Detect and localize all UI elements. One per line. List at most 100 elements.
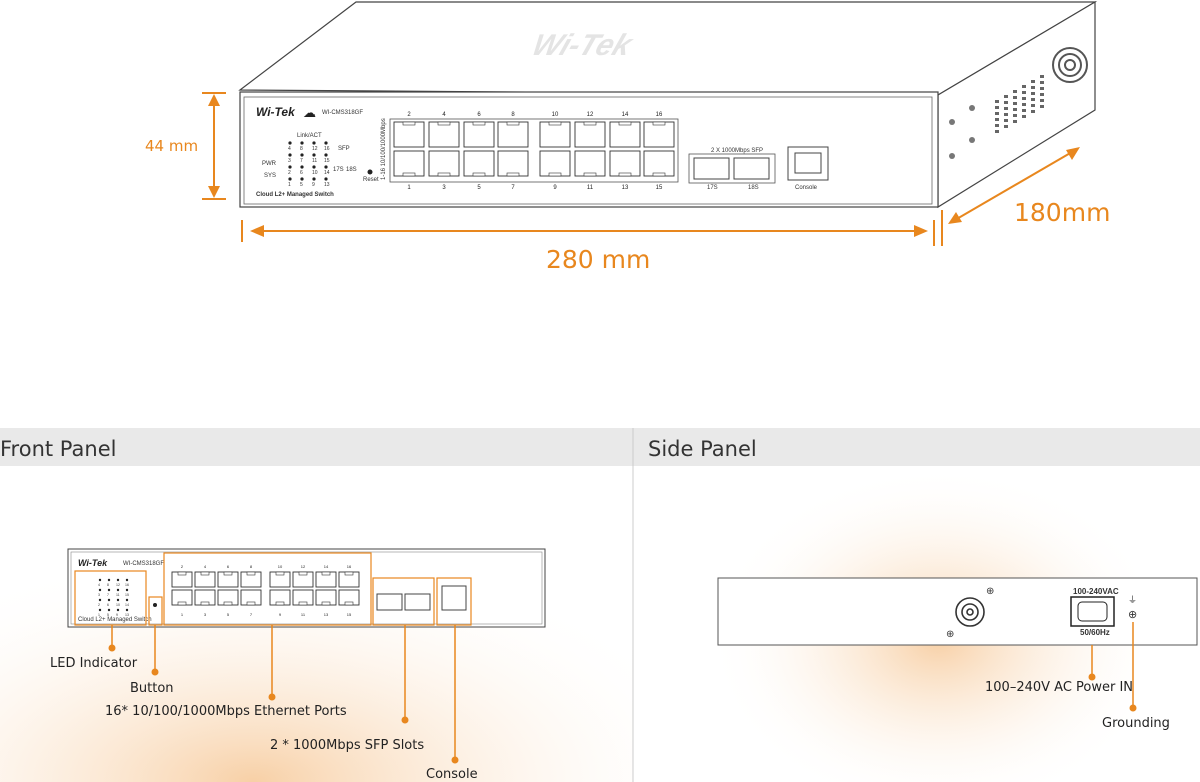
- led-dot: [107, 608, 111, 612]
- ethernet-port-14[interactable]: [609, 121, 641, 148]
- width-label: 280 mm: [546, 245, 650, 274]
- led-dot: [312, 165, 316, 169]
- ethernet-port-11[interactable]: [574, 150, 606, 177]
- button-callout: Button: [130, 681, 174, 696]
- reset-button[interactable]: [153, 603, 157, 607]
- port-number: 8: [250, 564, 253, 569]
- port-number: 15: [656, 185, 663, 191]
- height-label: 44 mm: [145, 137, 198, 155]
- led-dot: [98, 588, 102, 592]
- console-port-jack: [794, 152, 822, 174]
- led-number: 1: [288, 182, 291, 188]
- led-dot: [116, 598, 120, 602]
- led-dot: [98, 598, 102, 602]
- depth-label: 180mm: [1014, 198, 1110, 227]
- port-number: 14: [324, 564, 329, 569]
- ethernet-port-9[interactable]: [539, 150, 571, 177]
- sfp-led-number: 18S: [346, 167, 357, 173]
- port-latch: [298, 571, 308, 576]
- ethernet-port-6[interactable]: [463, 121, 495, 148]
- led-dot: [107, 588, 111, 592]
- vent-hole: [1031, 110, 1035, 113]
- port-number: 6: [477, 112, 481, 118]
- ethernet-port-5[interactable]: [463, 150, 495, 177]
- led-dot: [324, 153, 328, 157]
- vent-hole: [1004, 113, 1008, 116]
- led-dot: [300, 177, 304, 181]
- reset-button[interactable]: [367, 169, 373, 175]
- led-number: 6: [300, 170, 303, 176]
- link-act-label: Link/ACT: [297, 133, 322, 139]
- ethernet-port-10[interactable]: [539, 121, 571, 148]
- console-callout: Console: [426, 767, 478, 782]
- brand-logo: Wi-Tek: [256, 105, 296, 119]
- led-dot: [300, 153, 304, 157]
- sfp-port-label: 17S: [707, 185, 718, 191]
- port-number: 10: [278, 564, 283, 569]
- port-latch: [275, 571, 285, 576]
- sfp-port-18s[interactable]: [733, 157, 770, 180]
- led-dot: [125, 608, 129, 612]
- side-panel-drawing: ⊕ ⊕ 100-240VAC 50/60Hz ⏚ ⊕: [717, 577, 1198, 646]
- led-number: 6: [107, 603, 109, 607]
- ethernet-port-12[interactable]: [574, 121, 606, 148]
- port-latch: [344, 601, 354, 606]
- led-dot: [125, 578, 129, 582]
- port-number: 9: [553, 185, 557, 191]
- ethernet-port-15[interactable]: [643, 150, 675, 177]
- ethernet-port-13[interactable]: [609, 150, 641, 177]
- port-latch: [472, 172, 486, 177]
- description-label: Cloud L2+ Managed Switch: [256, 192, 334, 198]
- port-number: 13: [622, 185, 629, 191]
- brand-logo: Wi-Tek: [78, 558, 108, 568]
- port-latch: [506, 121, 520, 126]
- led-number: 13: [324, 182, 330, 188]
- ethernet-port-4[interactable]: [428, 121, 460, 148]
- screw-icon: ⊕: [946, 629, 954, 640]
- ethernet-port-16[interactable]: [643, 121, 675, 148]
- front-callout-lines: [108, 625, 459, 764]
- ethernet-port-7[interactable]: [497, 150, 529, 177]
- port-latch: [298, 601, 308, 606]
- vent-hole: [1040, 81, 1044, 84]
- ethernet-port-1[interactable]: [393, 150, 425, 177]
- vent-hole: [1031, 92, 1035, 95]
- port-latch: [246, 571, 256, 576]
- ethernet-port-3[interactable]: [428, 150, 460, 177]
- sfp-highlight: [372, 577, 435, 626]
- vent-hole: [1040, 75, 1044, 78]
- sfp-port-label: 18S: [748, 185, 759, 191]
- sfp-port-17s[interactable]: [693, 157, 730, 180]
- port-latch: [618, 172, 632, 177]
- led-dot: [98, 608, 102, 612]
- fan-icon: [955, 597, 985, 627]
- port-number: 5: [477, 185, 481, 191]
- led-dot: [312, 141, 316, 145]
- model-name: WI-CMS318GF: [322, 110, 363, 116]
- led-highlight: [74, 570, 147, 626]
- led-dot: [288, 165, 292, 169]
- sfp-port-18s[interactable]: [404, 593, 431, 611]
- port-number: 2: [407, 112, 411, 118]
- port-latch: [344, 571, 354, 576]
- port-number: 3: [442, 185, 446, 191]
- port-latch: [548, 121, 562, 126]
- port-number: 7: [250, 612, 253, 617]
- screw-icon: ⊕: [986, 586, 994, 597]
- vent-hole: [1031, 86, 1035, 89]
- port-latch: [223, 601, 233, 606]
- top-logo-watermark: Wi-Tek: [528, 28, 639, 62]
- screw-icon: ⊕: [1128, 609, 1137, 621]
- sfp-block: [688, 153, 776, 184]
- dimension-width: [241, 210, 943, 246]
- sfp-port-17s[interactable]: [376, 593, 403, 611]
- port-number: 5: [227, 612, 230, 617]
- console-port[interactable]: [441, 585, 467, 611]
- port-latch: [437, 121, 451, 126]
- port-latch: [275, 601, 285, 606]
- ethernet-port-8[interactable]: [497, 121, 529, 148]
- port-number: 4: [204, 564, 207, 569]
- vent-hole: [1040, 93, 1044, 96]
- led-number: 11: [312, 158, 317, 164]
- ethernet-port-2[interactable]: [393, 121, 425, 148]
